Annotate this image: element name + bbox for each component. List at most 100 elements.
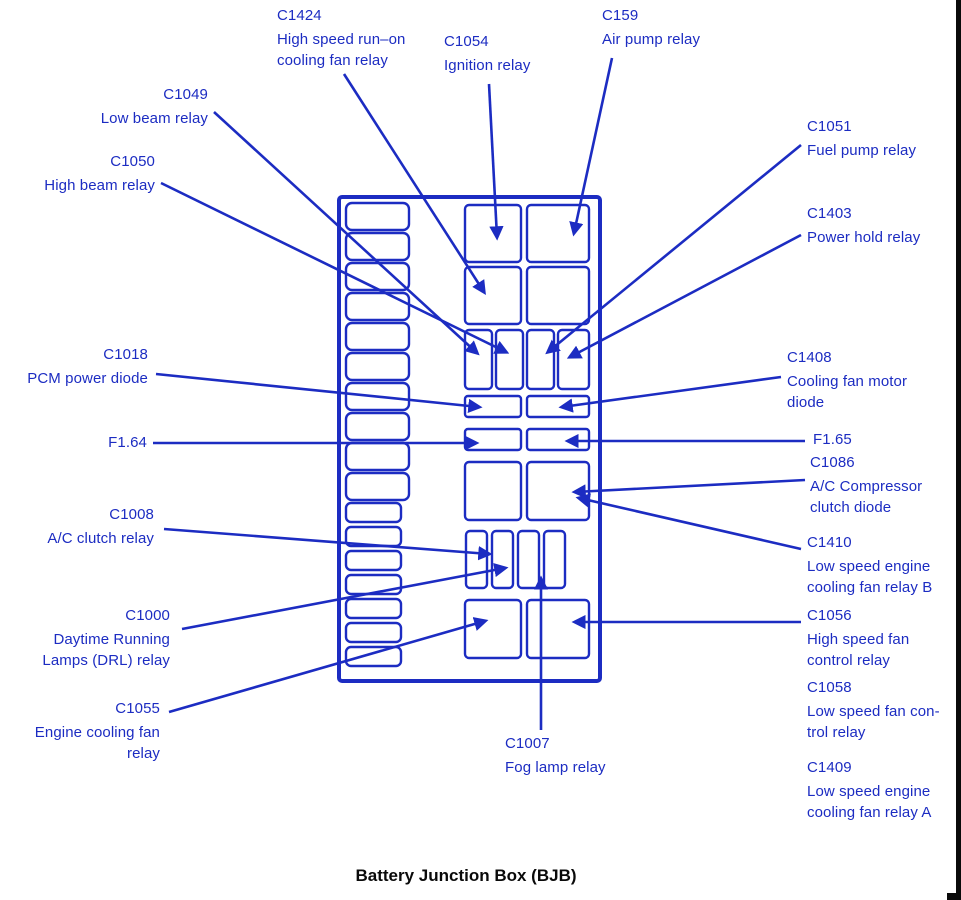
label-c1000: C1000 Daytime Running Lamps (DRL) relay <box>42 605 170 671</box>
relay-slot <box>463 265 523 326</box>
label-c1007-code: C1007 <box>505 735 550 752</box>
fuse-slot-small <box>344 597 403 620</box>
label-c1056-code: C1056 <box>807 607 852 624</box>
label-c1054-desc: Ignition relay <box>444 57 531 74</box>
fuse-slot <box>344 381 411 412</box>
label-c1008: C1008 A/C clutch relay <box>47 504 154 549</box>
leader-line-c1050 <box>160 181 510 354</box>
relay-grid <box>463 203 591 660</box>
label-c159-code: C159 <box>602 7 639 24</box>
label-c1049-code: C1049 <box>163 86 208 103</box>
label-c1086-code: C1086 <box>810 454 855 471</box>
leader-line-c1018 <box>155 372 483 414</box>
fuse-box-outline <box>337 195 602 683</box>
label-c1050-code: C1050 <box>110 153 155 170</box>
label-c1086: C1086 A/C Compressor clutch diode <box>810 452 922 518</box>
fuse-slot <box>344 411 411 442</box>
leader-line-c1055 <box>168 617 489 714</box>
label-c1055-code: C1055 <box>115 700 160 717</box>
relay-slot-narrow <box>494 328 525 391</box>
diode-slot <box>463 427 523 452</box>
label-c1424-desc: High speed run–on cooling fan relay <box>277 31 406 69</box>
label-c1403-code: C1403 <box>807 205 852 222</box>
label-c1410-code: C1410 <box>807 534 852 551</box>
leader-line-c1424 <box>342 73 486 296</box>
label-c1054: C1054 Ignition relay <box>444 31 530 76</box>
relay-slot-vertical <box>542 529 567 590</box>
label-c1051: C1051 Fuel pump relay <box>807 116 916 161</box>
fuse-slot <box>344 321 411 352</box>
relay-slot-vertical <box>516 529 541 590</box>
fuse-slot-small <box>344 549 403 572</box>
label-c1007-desc: Fog lamp relay <box>505 759 606 776</box>
label-c1410: C1410 Low speed engine cooling fan relay… <box>807 532 932 598</box>
relay-slot <box>463 460 523 522</box>
label-f165: F1.65 <box>813 429 852 450</box>
label-c1018-desc: PCM power diode <box>27 370 148 387</box>
label-c1000-code: C1000 <box>125 607 170 624</box>
label-c1409-code: C1409 <box>807 759 852 776</box>
leader-line-c1086 <box>571 478 806 499</box>
relay-slot <box>463 203 523 264</box>
label-c1007: C1007 Fog lamp relay <box>505 733 606 778</box>
relay-slot-narrow <box>525 328 556 391</box>
label-c1403: C1403 Power hold relay <box>807 203 920 248</box>
relay-slot-narrow <box>463 328 494 391</box>
label-f164-code: F1.64 <box>108 434 147 451</box>
label-c1408: C1408 Cooling fan motor diode <box>787 347 907 413</box>
fuse-slot-small <box>344 573 403 596</box>
fuse-slot-small <box>344 645 403 668</box>
label-c1000-desc: Daytime Running Lamps (DRL) relay <box>42 631 170 669</box>
label-c159-desc: Air pump relay <box>602 31 701 48</box>
fuse-slot <box>344 351 411 382</box>
fuse-slot <box>344 441 411 472</box>
fuse-slot <box>344 231 411 262</box>
label-c1049: C1049 Low beam relay <box>101 84 208 129</box>
label-c1408-code: C1408 <box>787 349 832 366</box>
relay-slot <box>525 598 591 660</box>
fuse-slot <box>344 261 411 292</box>
label-c1050-desc: High beam relay <box>44 177 155 194</box>
scan-edge-corner <box>947 893 961 900</box>
label-c1050: C1050 High beam relay <box>44 151 155 196</box>
label-c1018-code: C1018 <box>103 346 148 363</box>
relay-slot <box>525 203 591 264</box>
label-c1055: C1055 Engine cooling fan relay <box>35 698 160 764</box>
label-c1051-code: C1051 <box>807 118 852 135</box>
label-c1056-desc: High speed fan control relay <box>807 631 910 669</box>
label-c1054-code: C1054 <box>444 33 489 50</box>
label-c1049-desc: Low beam relay <box>100 110 208 127</box>
fuse-slot-small <box>344 621 403 644</box>
fuse-slot-small <box>344 501 403 524</box>
label-c1403-desc: Power hold relay <box>807 229 921 246</box>
label-c1018: C1018 PCM power diode <box>27 344 148 389</box>
leader-lines <box>153 57 806 730</box>
label-c1008-code: C1008 <box>109 506 154 523</box>
scan-edge-right <box>956 0 961 900</box>
label-c1410-desc: Low speed engine cooling fan relay B <box>807 558 933 596</box>
label-c159: C159 Air pump relay <box>602 5 700 50</box>
leader-line-c1410 <box>575 493 802 551</box>
label-f165-code: F1.65 <box>813 431 852 448</box>
label-c1051-desc: Fuel pump relay <box>807 142 917 159</box>
relay-slot-vertical <box>490 529 515 590</box>
label-f164: F1.64 <box>108 432 147 453</box>
label-c1056: C1056 High speed fan control relay <box>807 605 909 671</box>
label-c1409: C1409 Low speed engine cooling fan relay… <box>807 757 931 823</box>
fuse-slot <box>344 201 411 232</box>
leader-line-c1051 <box>545 143 802 355</box>
label-c1055-desc: Engine cooling fan relay <box>34 724 160 762</box>
label-c1408-desc: Cooling fan motor diode <box>787 373 908 411</box>
label-c1086-desc: A/C Compressor clutch diode <box>810 478 923 516</box>
leader-line-c1049 <box>213 111 480 356</box>
leader-line-c1008 <box>163 527 493 561</box>
label-c1058-desc: Low speed fan con- trol relay <box>807 703 940 741</box>
relay-slot <box>463 598 523 660</box>
label-c1058: C1058 Low speed fan con- trol relay <box>807 677 940 743</box>
label-c1008-desc: A/C clutch relay <box>47 530 154 547</box>
diagram-title: Battery Junction Box (BJB) <box>355 866 577 885</box>
leader-line-c1408 <box>558 375 782 413</box>
label-c1424: C1424 High speed run–on cooling fan rela… <box>277 5 452 71</box>
